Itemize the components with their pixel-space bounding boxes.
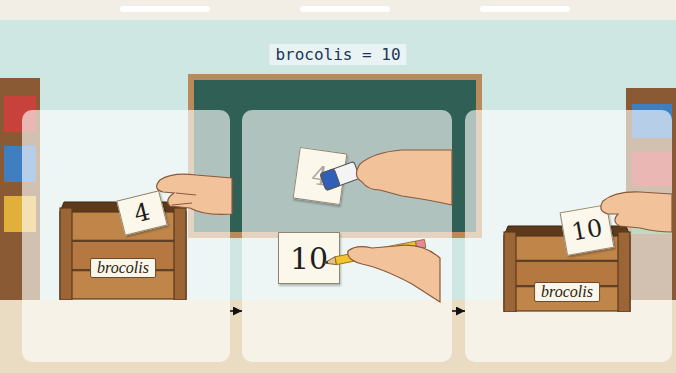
hand [601,192,672,232]
eraser [320,161,360,190]
finger-line [172,193,196,205]
eraser-sleeve [320,169,340,191]
eraser-body [320,161,360,190]
value-card: 4 [293,147,348,205]
ceiling-light [300,6,390,12]
pencil [323,239,426,267]
step-panel: brocolis 10 [465,110,672,362]
step-arrow [452,310,465,312]
step-panel: 4 10 [242,110,452,362]
pencil-body [335,241,417,264]
ceiling-light [120,6,210,12]
hand [157,174,232,214]
connector-layer [230,311,465,312]
hand [356,150,452,205]
crate-post [504,232,516,312]
step-panel: brocolis 4 [22,110,230,362]
pencil-eraser [416,239,426,249]
ceiling [0,0,676,20]
crate-post [618,232,630,312]
code-title: brocolis = 10 [269,44,406,65]
hand [348,245,440,302]
variable-name: brocolis [534,282,600,302]
step-arrow [230,310,242,312]
value-card: 10 [278,232,340,284]
pencil-tip [323,257,336,267]
crate-post [174,208,186,300]
crate-post [60,208,72,300]
value-number: 10 [290,241,328,276]
value-card: 10 [560,204,615,256]
pencil-lead [324,261,328,265]
value-number: 10 [570,214,605,247]
variable-name: brocolis [90,258,156,278]
value-number: 4 [310,160,331,192]
value-number: 4 [131,198,153,229]
ceiling-light [480,6,570,12]
